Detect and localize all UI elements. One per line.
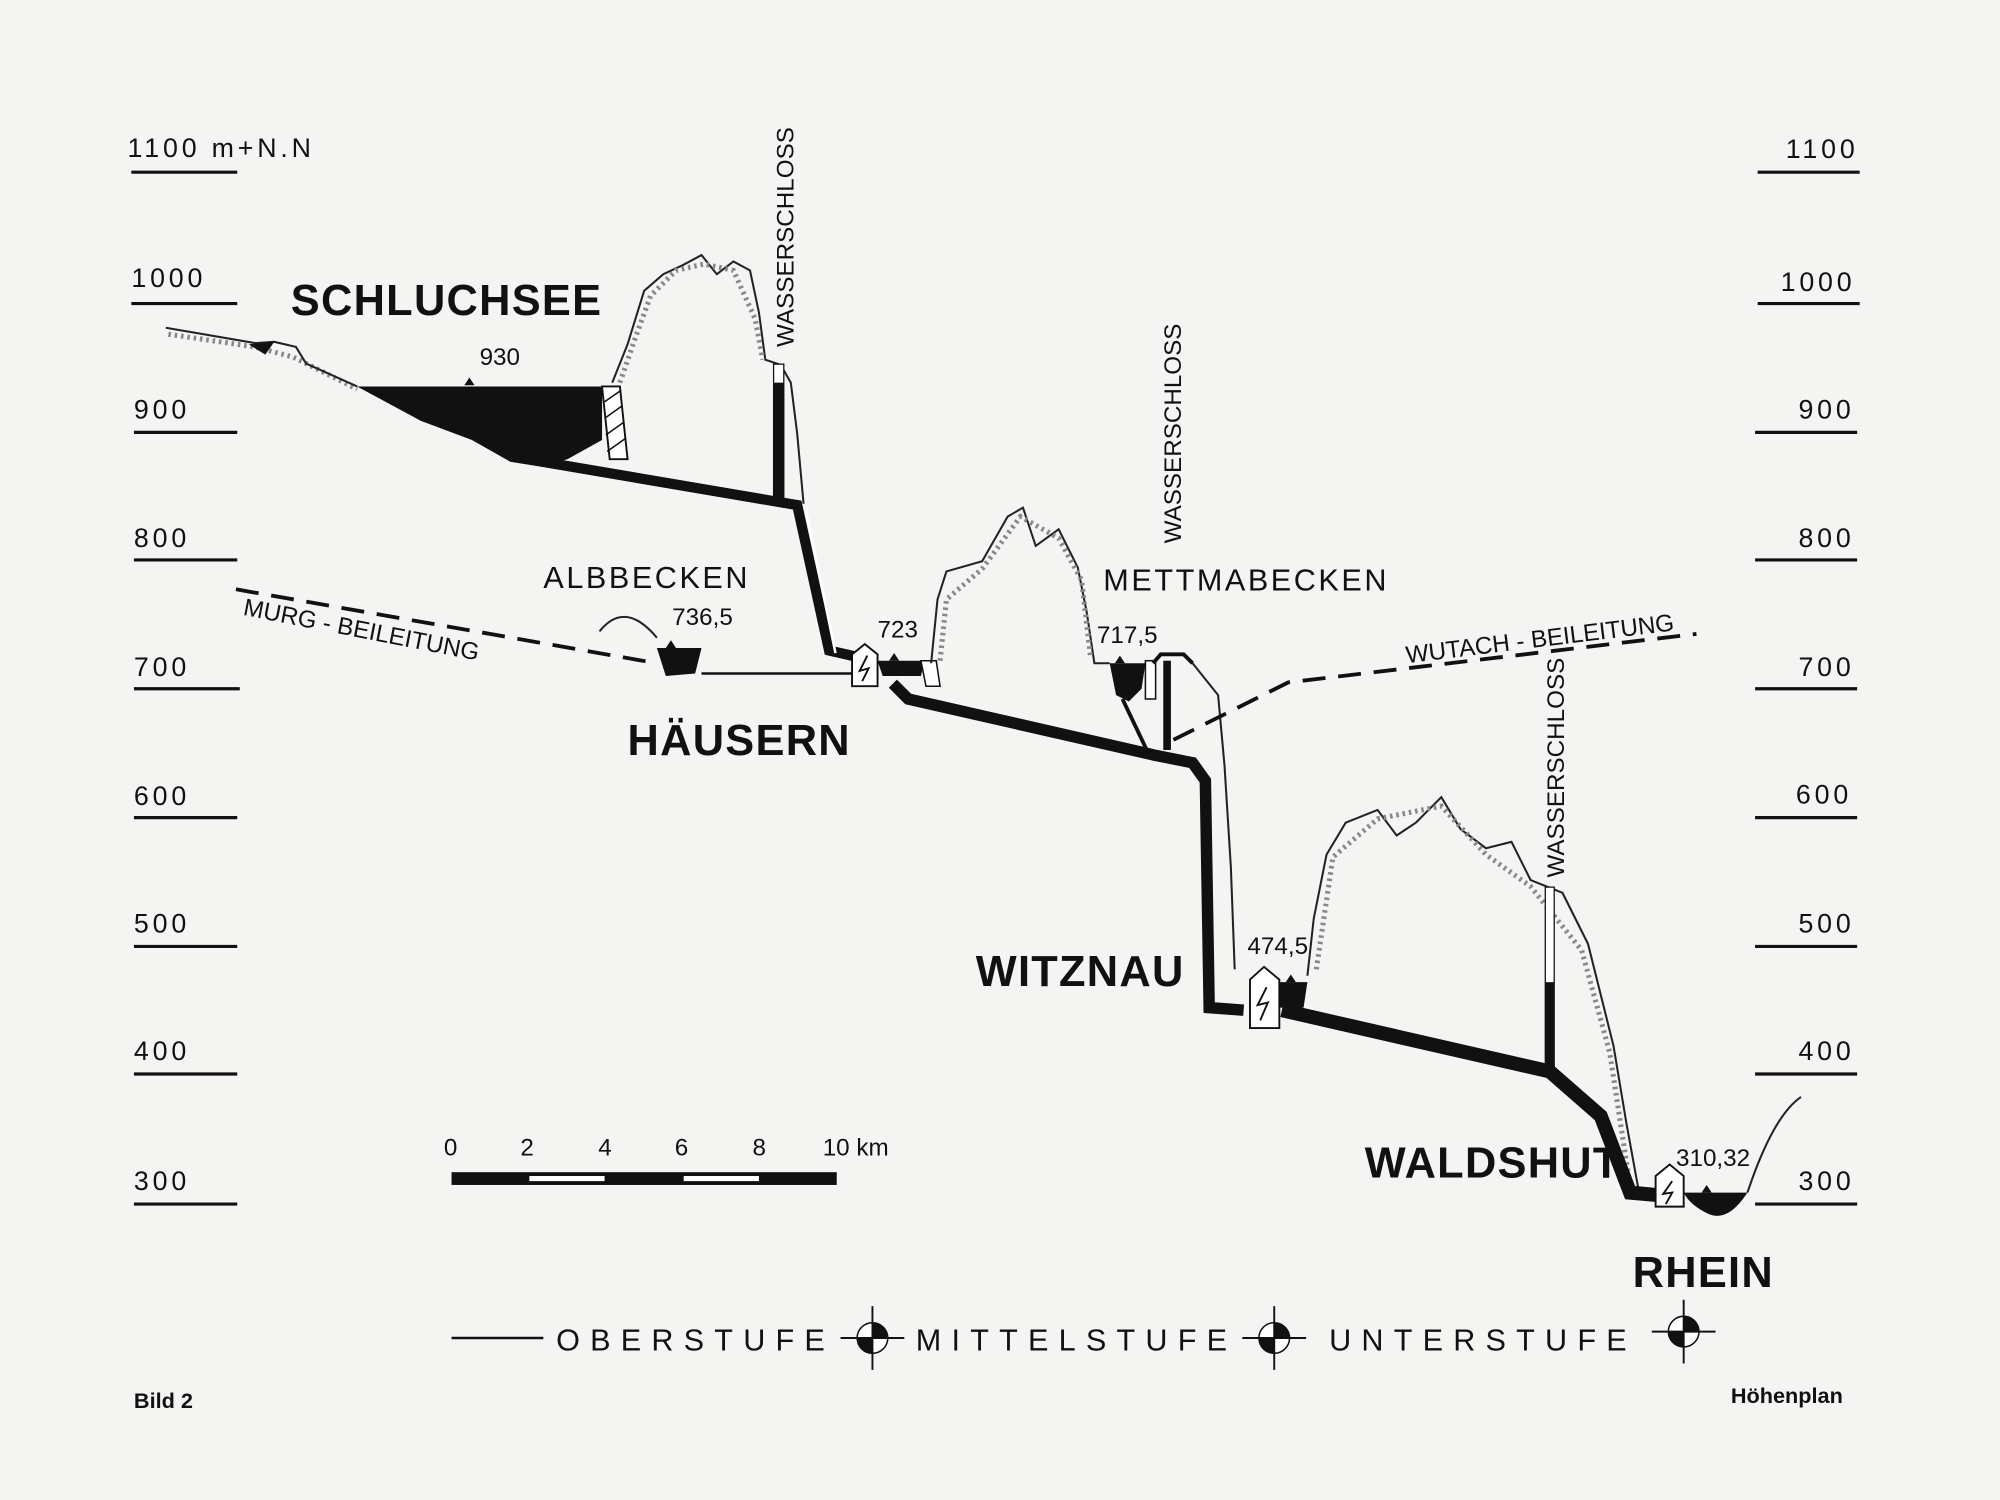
axis-unit-label: 1100 m+N.N bbox=[128, 133, 315, 163]
left-tick: 400 bbox=[134, 1036, 190, 1066]
left-tick: 900 bbox=[134, 394, 190, 424]
level-albbecken: 736,5 bbox=[672, 604, 733, 631]
label-mettmabecken: METTMABECKEN bbox=[1103, 564, 1389, 598]
mettmabecken-stage: 717,5 METTMABECKEN WASSERSCHLOSS WUTACH … bbox=[888, 324, 1697, 1016]
scale-label: 6 bbox=[675, 1135, 688, 1162]
albbecken-basin bbox=[656, 647, 702, 677]
wasserschloss-3-label: WASSERSCHLOSS bbox=[1543, 658, 1570, 878]
station-symbol-icon bbox=[1242, 1306, 1307, 1370]
albbecken-area: MURG - BEILEITUNG ALBBECKEN 736,5 bbox=[235, 561, 853, 677]
wutach-pipeline-label: WUTACH - BEILEITUNG bbox=[1404, 610, 1675, 670]
left-tick: 1000 bbox=[131, 263, 206, 293]
haeusern-powerhouse-icon bbox=[851, 642, 879, 688]
right-tick: 900 bbox=[1798, 394, 1854, 424]
schluchsee-stage: SCHLUCHSEE 930 WASSERSCHLOSS bbox=[165, 127, 859, 662]
witznau-stage: 474,5 WITZNAU WASSERSCHLOSS bbox=[976, 658, 1659, 1203]
right-tick: 500 bbox=[1798, 908, 1854, 938]
murg-pipeline-label: MURG - BEILEITUNG bbox=[241, 594, 481, 666]
right-tick: 700 bbox=[1798, 652, 1854, 682]
level-mettmabecken: 717,5 bbox=[1097, 622, 1158, 649]
level-schluchsee: 930 bbox=[480, 344, 520, 371]
right-tick: 300 bbox=[1798, 1166, 1854, 1196]
left-axis: 1100 m+N.N 1000 900 800 700 600 500 400 … bbox=[128, 133, 315, 1206]
scale-label: 2 bbox=[520, 1135, 533, 1162]
station-symbol-icon bbox=[1651, 1299, 1716, 1364]
left-tick: 700 bbox=[134, 652, 190, 682]
mettmabecken-basin bbox=[1109, 663, 1146, 702]
label-haeusern: HÄUSERN bbox=[628, 717, 851, 765]
level-haeusern: 723 bbox=[878, 617, 918, 644]
right-tick: 400 bbox=[1798, 1036, 1854, 1066]
right-tick: 600 bbox=[1796, 780, 1852, 810]
scale-label: 0 bbox=[444, 1135, 457, 1162]
right-axis: 1100 1000 900 800 700 600 500 400 300 bbox=[1755, 134, 1860, 1206]
wutach-pipeline bbox=[1172, 632, 1697, 742]
scale-bar: 0 2 4 6 8 10 km bbox=[444, 1135, 889, 1185]
left-tick: 500 bbox=[134, 908, 190, 938]
right-tick: 1000 bbox=[1781, 267, 1856, 297]
scale-label: 10 km bbox=[823, 1135, 889, 1162]
level-rhein: 310,32 bbox=[1676, 1145, 1750, 1172]
left-tick: 300 bbox=[134, 1166, 190, 1196]
witznau-powerhouse-icon bbox=[1249, 965, 1281, 1030]
label-rhein: RHEIN bbox=[1633, 1249, 1774, 1297]
scale-label: 4 bbox=[598, 1135, 611, 1162]
haeusern-station: 723 HÄUSERN bbox=[628, 617, 941, 765]
label-witznau: WITZNAU bbox=[976, 948, 1185, 996]
legend: OBERSTUFE MITTELSTUFE UNTERSTUFE bbox=[451, 1299, 1716, 1370]
waldshut-stage: 310,32 WALDSHUT RHEIN bbox=[1365, 1096, 1802, 1297]
schluchsee-lake bbox=[357, 386, 603, 467]
label-albbecken: ALBBECKEN bbox=[543, 561, 750, 595]
legend-oberstufe: OBERSTUFE bbox=[556, 1324, 835, 1358]
wasserschloss-2-label: WASSERSCHLOSS bbox=[1160, 324, 1187, 544]
caption-hoehenplan: Höhenplan bbox=[1731, 1383, 1843, 1408]
rhein-river bbox=[1683, 1192, 1748, 1216]
label-waldshut: WALDSHUT bbox=[1365, 1139, 1621, 1187]
wasserschloss-1-label: WASSERSCHLOSS bbox=[772, 127, 799, 347]
scale-label: 8 bbox=[753, 1135, 766, 1162]
left-tick: 800 bbox=[134, 523, 190, 553]
label-schluchsee: SCHLUCHSEE bbox=[291, 277, 602, 325]
left-tick: 600 bbox=[134, 781, 190, 811]
right-tick: 1100 bbox=[1786, 134, 1859, 164]
caption-bild: Bild 2 bbox=[134, 1388, 193, 1413]
legend-unterstufe: UNTERSTUFE bbox=[1329, 1324, 1637, 1358]
legend-mittelstufe: MITTELSTUFE bbox=[916, 1324, 1237, 1358]
right-tick: 800 bbox=[1798, 523, 1854, 553]
station-symbol-icon bbox=[840, 1306, 905, 1370]
level-witznau: 474,5 bbox=[1247, 933, 1308, 960]
